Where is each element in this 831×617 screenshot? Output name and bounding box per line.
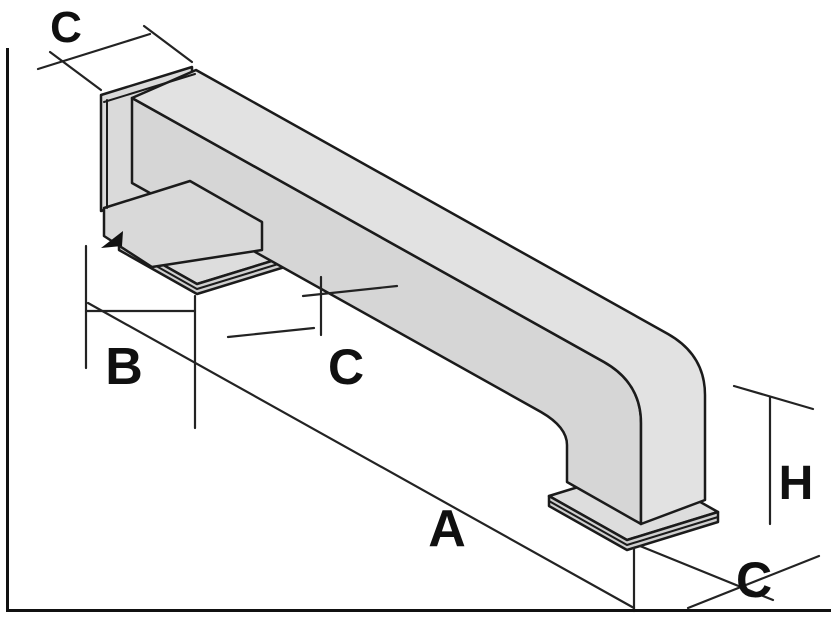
dim-c-mid-line-1 xyxy=(226,326,316,339)
dim-c-bottom-line-1 xyxy=(638,544,775,602)
label-a: A xyxy=(428,500,466,558)
leader-arrow-icon xyxy=(101,231,123,248)
right-flange-lip xyxy=(547,494,720,552)
label-h: H xyxy=(779,457,814,510)
dim-h-top-line xyxy=(732,384,815,411)
frame-bottom-border xyxy=(6,609,831,612)
label-c-top: C xyxy=(50,3,82,52)
frame-left-border xyxy=(6,48,9,612)
dim-c-bottom-line-2 xyxy=(686,554,821,610)
label-c-mid: C xyxy=(328,339,364,395)
right-flange-lip-line xyxy=(548,500,719,547)
dim-c-top-line xyxy=(36,32,152,71)
label-c-bottom: C xyxy=(736,552,772,608)
dim-c-top-extension-2 xyxy=(48,50,103,92)
end-plate-edge-line-top xyxy=(103,73,196,103)
bar-top-face xyxy=(130,68,707,526)
dim-a-line xyxy=(86,301,636,610)
dim-c-mid-line-2 xyxy=(301,284,399,298)
label-b: B xyxy=(105,338,143,396)
dim-c-top-extension-1 xyxy=(142,24,194,64)
left-foot xyxy=(102,179,264,269)
